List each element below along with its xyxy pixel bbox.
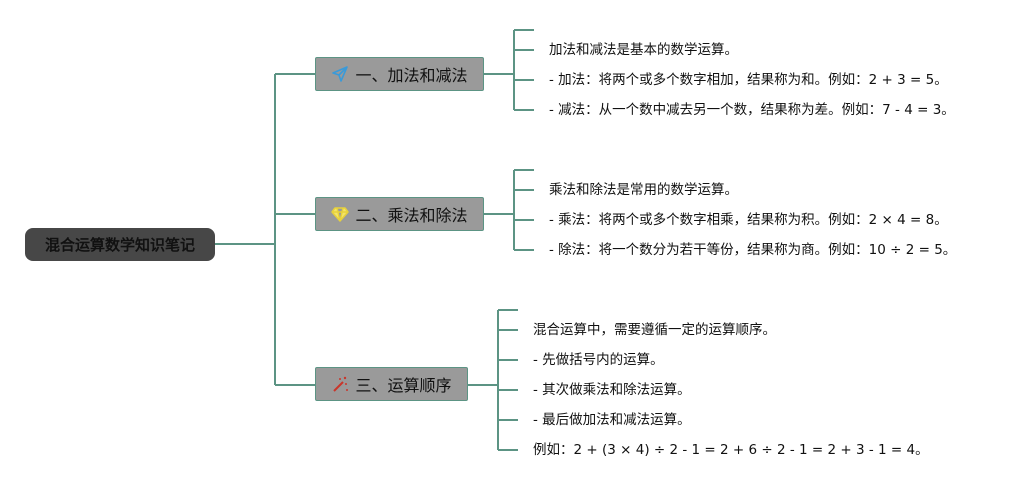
paper-plane-icon bbox=[332, 66, 349, 82]
branch-label: 一、加法和减法 bbox=[355, 66, 468, 85]
leaf-text: - 乘法：将两个或多个数字相乘，结果称为积。例如：2 × 4 = 8。 bbox=[549, 212, 948, 228]
leaf-text: - 其次做乘法和除法运算。 bbox=[533, 382, 691, 398]
leaf-text: - 除法：将一个数分为若干等份，结果称为商。例如：10 ÷ 2 = 5。 bbox=[549, 242, 957, 258]
leaf-text: - 减法：从一个数中减去另一个数，结果称为差。例如：7 - 4 = 3。 bbox=[549, 102, 955, 118]
diamond-icon bbox=[331, 207, 350, 222]
leaf-text: 例如：2 + (3 × 4) ÷ 2 - 1 = 2 + 6 ÷ 2 - 1 =… bbox=[533, 442, 929, 458]
leaf-text: 混合运算中，需要遵循一定的运算顺序。 bbox=[533, 322, 776, 338]
root-connector bbox=[215, 73, 315, 386]
root-label: 混合运算数学知识笔记 bbox=[44, 236, 195, 254]
leaf-text: 乘法和除法是常用的数学运算。 bbox=[549, 182, 738, 198]
branch-addition-subtraction[interactable]: 一、加法和减法 bbox=[315, 57, 484, 91]
branch-label: 三、运算顺序 bbox=[355, 376, 452, 395]
branch-label: 二、乘法和除法 bbox=[355, 206, 468, 225]
leaf-text: - 最后做加法和减法运算。 bbox=[533, 412, 691, 428]
magic-wand-icon bbox=[333, 376, 349, 392]
branch-operation-order[interactable]: 三、运算顺序 bbox=[315, 367, 468, 401]
branch1-connector bbox=[484, 29, 534, 111]
branch2-connector bbox=[484, 169, 534, 251]
leaf-text: - 加法：将两个或多个数字相加，结果称为和。例如：2 + 3 = 5。 bbox=[549, 72, 948, 88]
branch3-connector bbox=[468, 309, 518, 451]
root-node[interactable]: 混合运算数学知识笔记 bbox=[25, 228, 215, 261]
leaf-text: - 先做括号内的运算。 bbox=[533, 352, 664, 368]
branch-multiplication-division[interactable]: 二、乘法和除法 bbox=[315, 197, 484, 231]
leaf-text: 加法和减法是基本的数学运算。 bbox=[549, 42, 738, 58]
